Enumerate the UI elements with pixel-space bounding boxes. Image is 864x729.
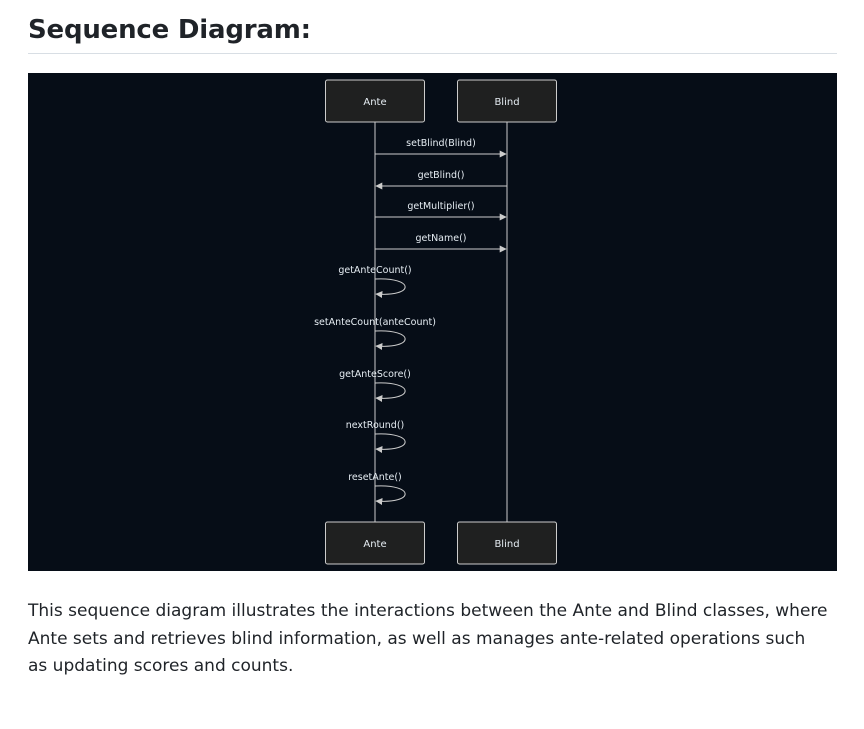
self-message-arrow: [374, 278, 406, 298]
self-message-arrow: [374, 382, 406, 402]
participant-label: Ante: [363, 97, 386, 108]
participant-box: [457, 79, 557, 123]
message-label: setAnteCount(anteCount): [314, 317, 436, 328]
message-3: getMultiplier(): [375, 201, 507, 221]
diagram-description: This sequence diagram illustrates the in…: [28, 601, 828, 676]
participant-box: [325, 79, 425, 123]
messages-layer: setBlind(Blind) getBlind() getMultiplier()…: [314, 138, 507, 505]
message-label: getName(): [415, 233, 466, 244]
self-message-arrow: [374, 433, 406, 453]
participant-blind-top: Blind: [457, 79, 557, 123]
message-4: getName(): [375, 233, 507, 253]
message-label: getMultiplier(): [407, 201, 474, 212]
message-label: resetAnte(): [348, 472, 402, 483]
message-1: setBlind(Blind): [375, 138, 507, 158]
message-7: getAnteScore(): [339, 369, 411, 402]
message-8: nextRound(): [346, 420, 406, 453]
self-message-arrow: [374, 330, 406, 350]
message-label: setBlind(Blind): [406, 138, 476, 149]
participant-blind-bottom: Blind: [457, 521, 557, 565]
message-label: getBlind(): [418, 170, 465, 181]
participant-label: Ante: [363, 539, 386, 550]
lifelines-layer: [374, 122, 508, 522]
message-9: resetAnte(): [348, 472, 406, 505]
participant-box: [457, 521, 557, 565]
message-label: getAnteScore(): [339, 369, 411, 380]
message-6: setAnteCount(anteCount): [314, 317, 436, 350]
participant-ante-bottom: Ante: [325, 521, 425, 565]
heading-divider: [28, 53, 837, 54]
participant-label: Blind: [494, 97, 519, 108]
message-5: getAnteCount(): [338, 265, 412, 298]
message-2: getBlind(): [375, 170, 507, 190]
participant-box: [325, 521, 425, 565]
message-label: getAnteCount(): [338, 265, 411, 276]
participant-ante-top: Ante: [325, 79, 425, 123]
message-label: nextRound(): [346, 420, 405, 431]
section-heading: Sequence Diagram:: [28, 15, 311, 45]
participant-label: Blind: [494, 539, 519, 550]
self-message-arrow: [374, 485, 406, 505]
